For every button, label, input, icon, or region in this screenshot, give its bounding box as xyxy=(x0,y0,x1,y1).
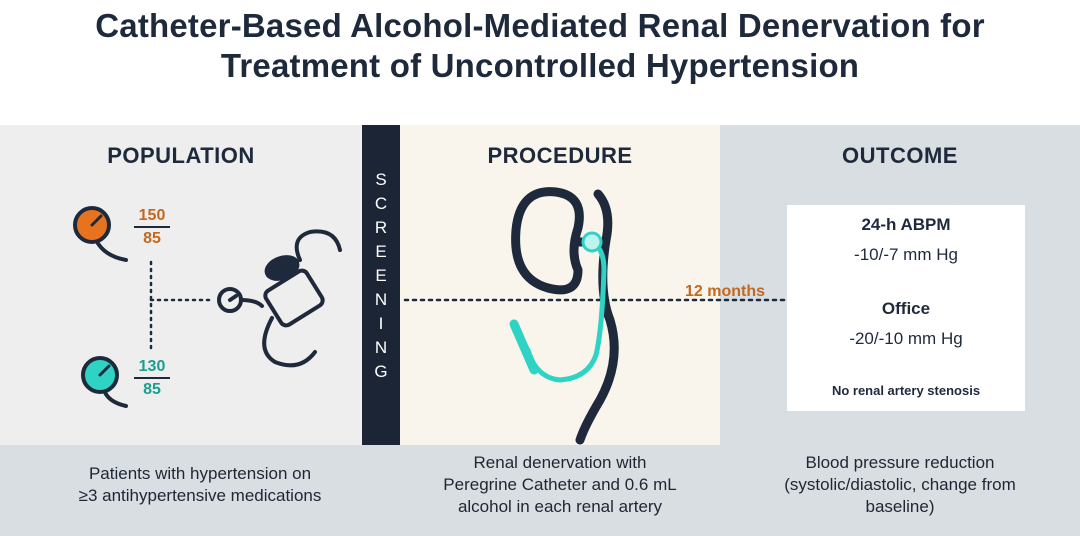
followup-duration-label: 12 months xyxy=(685,283,766,300)
bp-normal-reading: 130 85 xyxy=(134,358,170,399)
bp-normal-diastolic: 85 xyxy=(143,381,161,398)
screening-letter: N xyxy=(374,290,388,309)
procedure-caption-line: Peregrine Catheter and 0.6 mL xyxy=(443,475,677,494)
abpm-value: -10/-7 mm Hg xyxy=(854,245,958,264)
procedure-heading: PROCEDURE xyxy=(487,143,633,168)
bp-normal-systolic: 130 xyxy=(138,358,166,375)
outcome-heading: OUTCOME xyxy=(842,143,958,168)
outcome-caption-line: (systolic/diastolic, change from xyxy=(784,475,1016,494)
screening-letter: G xyxy=(374,362,388,381)
outcome-results-box: 24-h ABPM -10/-7 mm Hg Office -20/-10 mm… xyxy=(787,205,1025,411)
outcome-caption-line: baseline) xyxy=(865,497,935,516)
office-value: -20/-10 mm Hg xyxy=(849,329,963,348)
procedure-panel xyxy=(400,125,720,445)
abpm-label: 24-h ABPM xyxy=(861,215,951,234)
screening-label: S C R E E N I N G xyxy=(362,168,400,384)
title-line-1: Catheter-Based Alcohol-Mediated Renal De… xyxy=(95,7,985,44)
bp-high-reading: 150 85 xyxy=(134,207,170,248)
screening-letter: E xyxy=(375,266,387,285)
population-panel xyxy=(0,125,362,445)
title-line-2: Treatment of Uncontrolled Hypertension xyxy=(220,47,860,84)
population-caption-line: ≥3 antihypertensive medications xyxy=(78,486,322,505)
population-caption-line: Patients with hypertension on xyxy=(88,464,312,483)
population-caption: Patients with hypertension on ≥3 antihyp… xyxy=(0,463,400,507)
procedure-caption-line: Renal denervation with xyxy=(473,453,647,472)
page-title: Catheter-Based Alcohol-Mediated Renal De… xyxy=(0,0,1080,96)
screening-letter: I xyxy=(378,314,384,333)
fraction-line xyxy=(134,226,170,228)
screening-bar xyxy=(362,125,400,445)
procedure-caption: Renal denervation with Peregrine Cathete… xyxy=(400,452,720,518)
bp-high-diastolic: 85 xyxy=(143,230,161,247)
procedure-caption-line: alcohol in each renal artery xyxy=(457,497,663,516)
outcome-caption-line: Blood pressure reduction xyxy=(805,453,995,472)
stenosis-note: No renal artery stenosis xyxy=(831,383,981,398)
screening-letter: N xyxy=(374,338,388,357)
caption-strip xyxy=(0,445,1080,536)
screening-letter: R xyxy=(374,218,388,237)
screening-letter: E xyxy=(375,242,387,261)
outcome-caption: Blood pressure reduction (systolic/diast… xyxy=(720,452,1080,518)
bp-high-systolic: 150 xyxy=(138,207,166,224)
screening-letter: S xyxy=(375,170,387,189)
office-label: Office xyxy=(881,299,931,318)
fraction-line xyxy=(134,377,170,379)
screening-letter: C xyxy=(374,194,388,213)
population-heading: POPULATION xyxy=(107,143,255,168)
